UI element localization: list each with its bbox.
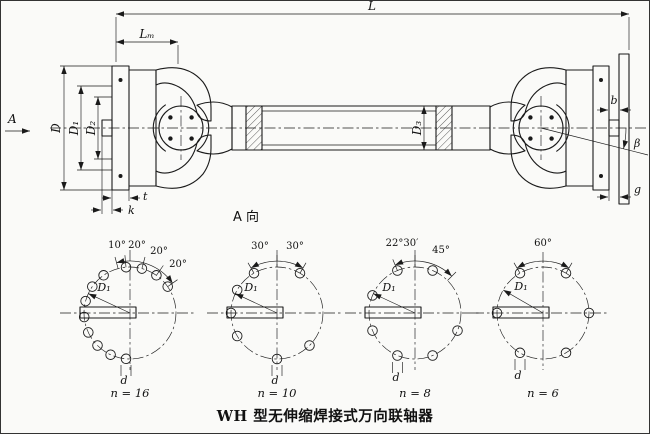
d-label: d <box>271 374 278 387</box>
D1-label: D₁ <box>243 281 257 294</box>
dimension-g: g <box>597 183 641 201</box>
right-yoke-top-arm <box>510 67 567 122</box>
angle-label: 20° <box>169 259 187 270</box>
bolt-holes <box>491 267 595 359</box>
angle-label: 10° <box>108 240 126 251</box>
flange-diagram-4: 60° D₁ d n = 6 <box>473 238 607 400</box>
side-view: L Lₘ A D D₁ D₂ <box>5 0 649 217</box>
d-label: d <box>392 371 399 384</box>
dim-D2-label: D₂ <box>84 121 98 137</box>
hub-key-section <box>364 306 422 319</box>
dim-g-label: g <box>634 183 641 196</box>
dimension-Lm: Lₘ <box>116 27 179 64</box>
dimension-D2: D₂ <box>84 96 112 160</box>
dimension-k: k <box>91 136 135 217</box>
angle-label: 22°30′ <box>386 238 419 249</box>
d-label: d <box>514 369 521 382</box>
hub-key-section <box>492 306 550 319</box>
dimension-D1: D₁ <box>67 85 112 171</box>
shaft-tube: D₃ <box>231 105 491 151</box>
view-a-letter: A <box>7 112 17 126</box>
angle-ticks <box>392 255 457 281</box>
hole-count-label: n = 6 <box>527 386 559 400</box>
left-yoke <box>128 67 233 189</box>
angle-label: 20° <box>128 240 146 251</box>
left-shaft-yoke <box>196 101 233 155</box>
flange-diagram-3: 22°30′ 45° D₁ d n = 8 <box>345 238 479 400</box>
D1-radius-arrow <box>373 293 416 314</box>
hole-count-label: n = 16 <box>111 386 150 400</box>
right-yoke <box>489 67 594 189</box>
angle-dimension-arc <box>394 259 453 277</box>
view-a-arrow: A <box>5 112 30 134</box>
weld-hatch-left <box>246 106 262 150</box>
angle-dimension-arc <box>516 260 570 269</box>
angle-label: 20° <box>150 246 168 257</box>
mating-flange-plate <box>618 53 630 205</box>
bolt-holes <box>78 261 173 365</box>
flange-diagram-2: 30° 30° D₁ d n = 10 <box>207 241 341 400</box>
dim-k-label: k <box>128 204 135 217</box>
angle-dimension-arc <box>250 260 304 269</box>
dimension-b: b <box>597 94 631 113</box>
D1-radius-arrow <box>503 289 544 314</box>
dim-beta-label: β <box>633 137 640 150</box>
dim-D-label: D <box>49 123 63 134</box>
flange-diagram-1: 10° 20° 20° 20° D₁ d n = 16 <box>60 240 194 400</box>
d-label: d <box>120 374 127 387</box>
angle-label: 30° <box>251 241 269 252</box>
hole-count-label: n = 8 <box>399 386 431 400</box>
hub-key-section <box>226 306 284 319</box>
right-shaft-yoke <box>489 101 526 155</box>
angle-label: 60° <box>534 238 552 249</box>
dim-D3-label: D₃ <box>410 121 424 137</box>
angle-label: 30° <box>286 241 304 252</box>
view-a-label: A 向 <box>233 209 259 225</box>
weld-hatch-right <box>436 106 452 150</box>
dimension-L: L <box>115 0 630 62</box>
dim-b-label: b <box>610 94 617 107</box>
dimension-beta: β <box>540 127 649 156</box>
left-yoke-ring-arc <box>152 104 166 152</box>
D1-radius-arrow <box>88 293 131 314</box>
dim-L-label: L <box>367 0 376 13</box>
bolt-holes <box>225 267 315 365</box>
right-yoke-bottom-arm <box>510 134 567 189</box>
angle-dimension-arc <box>116 258 173 284</box>
left-yoke-bottom-arm <box>155 134 212 189</box>
hub-key-section <box>79 306 137 319</box>
drawing-caption: WH 型无伸缩焊接式万向联轴器 <box>216 407 434 425</box>
dimension-D3: D₃ <box>410 106 427 150</box>
left-flange-key <box>101 119 113 137</box>
D1-label: D₁ <box>381 281 395 294</box>
dim-t-label: t <box>143 190 148 203</box>
dim-Lm-label: Lₘ <box>138 27 154 41</box>
D1-label: D₁ <box>96 281 110 294</box>
dimension-t: t <box>102 190 148 203</box>
right-yoke-ring-arc <box>556 104 570 152</box>
dimension-D: D <box>49 65 112 191</box>
hole-count-label: n = 10 <box>258 386 297 400</box>
angle-label: 45° <box>432 245 450 256</box>
left-yoke-top-arm <box>155 67 212 122</box>
D1-label: D₁ <box>513 280 527 293</box>
right-flange <box>592 53 630 205</box>
left-flange <box>101 65 130 191</box>
dim-D1-label: D₁ <box>67 121 81 136</box>
D1-radius-arrow <box>235 293 278 314</box>
